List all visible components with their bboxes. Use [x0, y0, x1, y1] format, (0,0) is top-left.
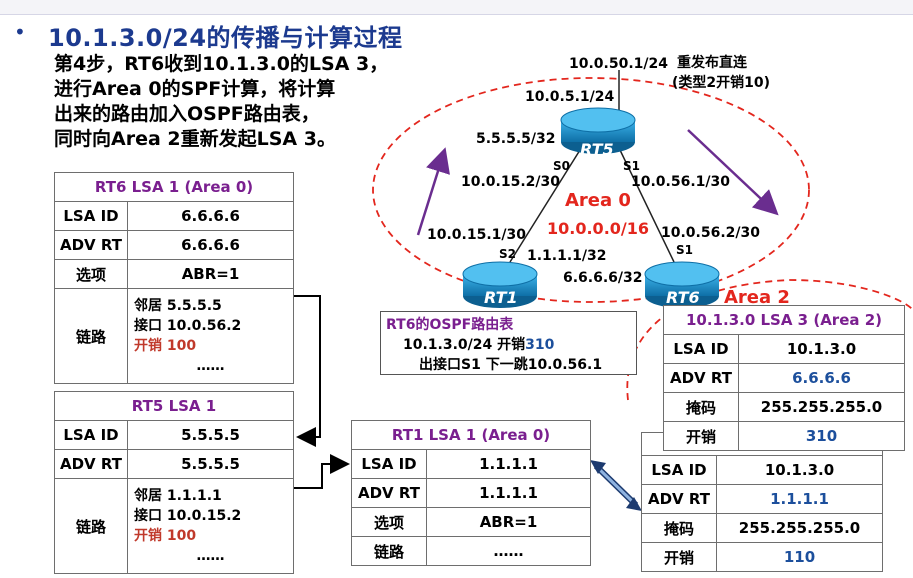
routing-prefix: 10.1.3.0/24 开销: [403, 337, 526, 353]
field-label: 链路: [54, 478, 128, 574]
link-rt5-rt6: [619, 149, 675, 263]
field-label: LSA ID: [663, 334, 739, 364]
link15-rt5-ip: 10.0.15.2/30: [461, 174, 560, 190]
field-label: ADV RT: [351, 478, 427, 508]
field-value: 10.1.3.0: [716, 455, 883, 485]
routing-cost: 310: [525, 337, 555, 353]
redistribute-type: (类型2开销10): [672, 75, 771, 91]
field-value: 5.5.5.5: [127, 449, 294, 479]
field-label: ADV RT: [54, 449, 128, 479]
desc-line: 出来的路由加入OSPF路由表，: [54, 103, 320, 125]
field-value: ABR=1: [127, 259, 294, 289]
link-neighbor: 邻居 5.5.5.5: [134, 298, 222, 314]
router-rt1-shape: [462, 261, 538, 308]
table-header: 10.1.3.0 LSA 3 (Area 2): [663, 305, 905, 335]
rt1-router-id: 1.1.1.1/32: [527, 248, 607, 264]
field-value: 255.255.255.0: [716, 513, 883, 543]
field-value: 110: [716, 542, 883, 572]
title-bullet: •: [14, 20, 26, 44]
field-value: 310: [738, 421, 905, 451]
field-label: 链路: [54, 288, 128, 384]
field-label: LSA ID: [54, 201, 128, 231]
flow-arrow-down: [687, 129, 779, 216]
rt5-s1-label: S1: [623, 159, 640, 173]
link-cost: 开销 100: [134, 338, 197, 354]
field-value: 1.1.1.1: [716, 484, 883, 514]
rt5-top-network: 10.0.50.1/24: [569, 56, 668, 72]
field-label: 掩码: [663, 392, 739, 422]
rt6-router-id: 6.6.6.6/32: [563, 270, 643, 286]
router-rt5-shape: [560, 107, 636, 154]
slide-top-bar: [0, 0, 913, 15]
field-value: 255.255.255.0: [738, 392, 905, 422]
area0-network: 10.0.0.0/16: [547, 219, 650, 238]
router-rt1-label: RT1: [484, 288, 518, 307]
field-value: 6.6.6.6: [127, 230, 294, 260]
routing-entry: 10.1.3.0/24 开销310: [403, 334, 554, 354]
rt6-s1-label: S1: [676, 243, 693, 257]
table-header: RT1 LSA 1 (Area 0): [351, 420, 591, 450]
redistribute-note: 重发布直连: [677, 55, 747, 71]
router-rt6-shape: [644, 261, 720, 308]
area0-label: Area 0: [565, 190, 631, 211]
field-label: 开销: [641, 542, 717, 572]
field-value: 6.6.6.6: [738, 363, 905, 393]
field-value: 1.1.1.1: [426, 449, 591, 479]
area2-label: Area 2: [724, 287, 790, 308]
slide-title: 10.1.3.0/24的传播与计算过程: [48, 24, 403, 52]
rt1-s2-label: S2: [499, 247, 516, 261]
routing-nexthop: 出接口S1 下一跳10.0.56.1: [419, 357, 603, 373]
field-label: 选项: [351, 507, 427, 537]
link-interface: 接口 10.0.56.2: [134, 318, 242, 334]
field-value: 1.1.1.1: [426, 478, 591, 508]
link-rt5-rt1: [509, 149, 581, 263]
rt5-lo-network: 10.0.5.1/24: [525, 89, 615, 105]
desc-line: 第4步，RT6收到10.1.3.0的LSA 3，: [54, 53, 389, 75]
link-cost: 开销 100: [134, 528, 197, 544]
rt6-routing-table: RT6的OSPF路由表 10.1.3.0/24 开销310 出接口S1 下一跳1…: [380, 311, 637, 375]
link-details: 邻居 5.5.5.5 接口 10.0.56.2 开销 100 ……: [127, 288, 294, 384]
field-label: LSA ID: [641, 455, 717, 485]
field-value: 10.1.3.0: [738, 334, 905, 364]
field-label: LSA ID: [54, 420, 128, 450]
table-header: RT6 LSA 1 (Area 0): [54, 172, 294, 202]
rt5-s0-label: S0: [553, 159, 570, 173]
field-label: ADV RT: [54, 230, 128, 260]
field-value: ABR=1: [426, 507, 591, 537]
link-more: ……: [196, 548, 225, 564]
field-value: ……: [426, 536, 591, 566]
router-rt6-label: RT6: [666, 288, 700, 307]
table-header: RT5 LSA 1: [54, 391, 294, 421]
field-label: LSA ID: [351, 449, 427, 479]
link-more: ……: [196, 358, 225, 374]
field-label: ADV RT: [663, 363, 739, 393]
area0-boundary: [372, 77, 810, 303]
field-label: ADV RT: [641, 484, 717, 514]
routing-table-title: RT6的OSPF路由表: [386, 317, 514, 333]
step-description: 第4步，RT6收到10.1.3.0的LSA 3， 进行Area 0的SPF计算，…: [54, 52, 388, 152]
desc-line: 同时向Area 2重新发起LSA 3。: [54, 128, 336, 150]
link-details: 邻居 1.1.1.1 接口 10.0.15.2 开销 100 ……: [127, 478, 294, 574]
rt5-router-id: 5.5.5.5/32: [476, 131, 556, 147]
field-label: 掩码: [641, 513, 717, 543]
field-label: 选项: [54, 259, 128, 289]
desc-line: 进行Area 0的SPF计算，将计算: [54, 78, 336, 100]
link56-rt5-ip: 10.0.56.1/30: [631, 174, 730, 190]
field-value: 5.5.5.5: [127, 420, 294, 450]
field-label: 链路: [351, 536, 427, 566]
router-rt5-label: RT5: [580, 140, 614, 159]
field-label: 开销: [663, 421, 739, 451]
link56-rt6-ip: 10.0.56.2/30: [661, 225, 760, 241]
link15-rt1-ip: 10.0.15.1/30: [427, 227, 526, 243]
flow-arrow-up: [416, 147, 450, 236]
link-neighbor: 邻居 1.1.1.1: [134, 488, 222, 504]
link-interface: 接口 10.0.15.2: [134, 508, 242, 524]
field-value: 6.6.6.6: [127, 201, 294, 231]
